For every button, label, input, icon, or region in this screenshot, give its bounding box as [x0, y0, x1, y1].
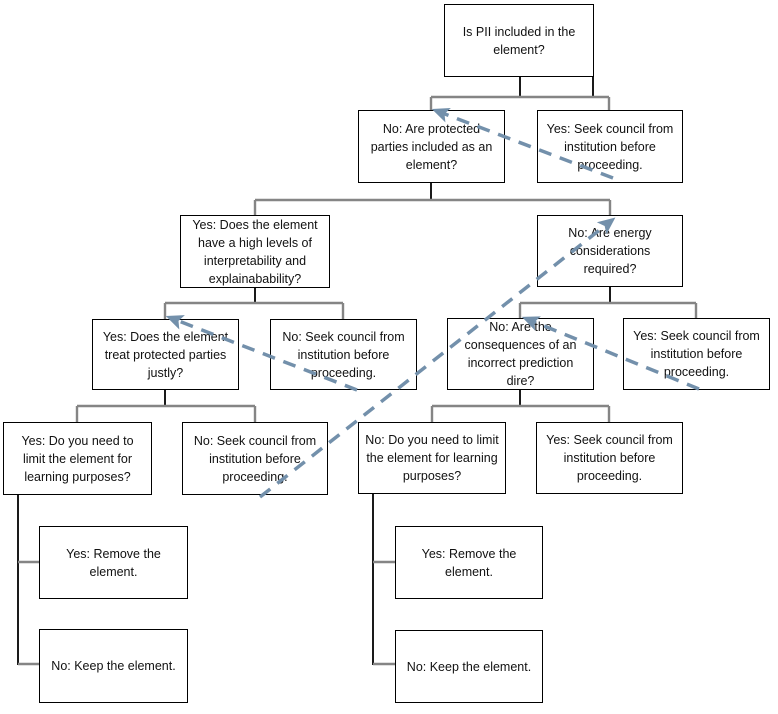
flow-node-root: Is PII included in the element?	[444, 4, 594, 77]
flow-node-keep-left: No: Keep the element.	[39, 629, 188, 703]
flow-node-limit-right: No: Do you need to limit the element for…	[358, 422, 506, 494]
flow-node-remove-left: Yes: Remove the element.	[39, 526, 188, 599]
flow-node-treat-justly: Yes: Does the element treat protected pa…	[92, 319, 239, 390]
flow-node-protected-parties: No: Are protected parties included as an…	[358, 110, 505, 183]
flow-node-seek-council-4: No: Seek council from institution before…	[182, 422, 328, 495]
flow-node-keep-right: No: Keep the element.	[395, 630, 543, 703]
flow-node-seek-council-5: Yes: Seek council from institution befor…	[536, 422, 683, 494]
flow-node-consequences: No: Are the consequences of an incorrect…	[447, 318, 594, 390]
flow-node-energy: No: Are energy considerations required?	[537, 215, 683, 287]
flow-node-seek-council-3: Yes: Seek council from institution befor…	[623, 318, 770, 390]
flow-node-seek-council-2: No: Seek council from institution before…	[270, 319, 417, 390]
flow-node-interpretability: Yes: Does the element have a high levels…	[180, 215, 330, 288]
flow-node-seek-council-1: Yes: Seek council from institution befor…	[537, 110, 683, 183]
flow-node-limit-left: Yes: Do you need to limit the element fo…	[3, 422, 152, 495]
flow-node-remove-right: Yes: Remove the element.	[395, 526, 543, 599]
